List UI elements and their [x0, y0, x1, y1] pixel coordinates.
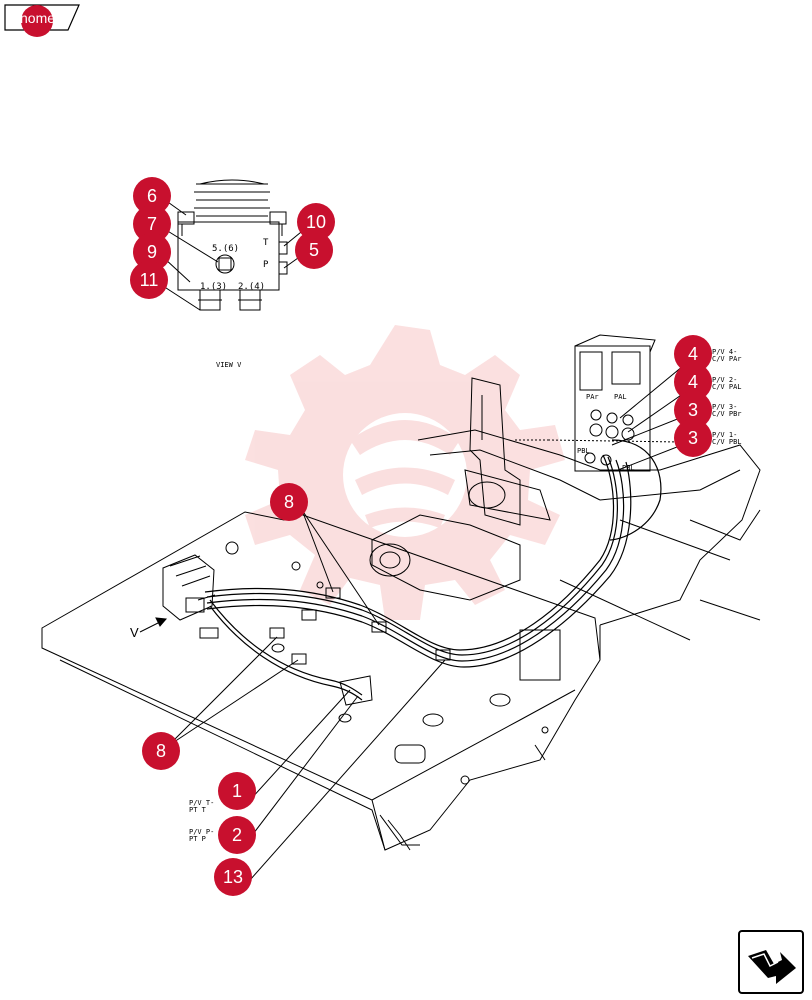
callout-8[interactable]: 8	[142, 732, 180, 770]
block-label-par: PAr	[586, 393, 599, 401]
pilot-valve-detail	[177, 179, 288, 311]
hose-note-line2: C/V PBL	[712, 438, 742, 446]
hose-note-line1: P/V T-	[189, 799, 215, 807]
port-label-p: P	[263, 260, 269, 270]
callout-1[interactable]: 1	[218, 772, 256, 810]
port-label-top: 5.(6)	[212, 244, 240, 254]
hose-note-line2: C/V PBr	[712, 410, 742, 418]
block-label-pbl-2: PBL	[622, 464, 635, 472]
block-label-pbl: PBL	[577, 447, 590, 455]
return-arrow-button[interactable]	[738, 930, 804, 994]
callout-13[interactable]: 13	[214, 858, 252, 896]
block-label-pal: PAL	[614, 393, 627, 401]
hose-note-line2: PT T	[189, 806, 206, 814]
hose-note-line1: P/V 3-	[712, 403, 738, 411]
home-icon	[21, 5, 53, 37]
port-label-bottom-right: 2.(4)	[238, 282, 266, 292]
hose-note-line1: P/V P-	[189, 828, 215, 836]
home-label: home	[20, 10, 56, 26]
return-arrow-icon	[738, 930, 804, 994]
machine-frame	[41, 334, 761, 851]
hose-note-line1: P/V 4-	[712, 348, 738, 356]
watermark-gear-icon	[245, 325, 565, 620]
callout-5[interactable]: 5	[295, 231, 333, 269]
hose-note-line2: C/V PAL	[712, 383, 742, 391]
hose-note-line2: PT P	[189, 835, 206, 843]
port-label-bottom-left: 1.(3)	[200, 282, 228, 292]
callout-11[interactable]: 11	[130, 261, 168, 299]
callout-2[interactable]: 2	[218, 816, 256, 854]
port-label-t: T	[263, 238, 269, 248]
pilot-valve-assembly	[162, 554, 216, 621]
hose-clamps	[269, 587, 451, 706]
view-label: VIEW V	[216, 361, 242, 369]
callout-3[interactable]: 3	[674, 419, 712, 457]
hose-note-line2: C/V PAr	[712, 355, 742, 363]
view-letter: V	[130, 625, 139, 640]
callout-8[interactable]: 8	[270, 483, 308, 521]
view-arrow-icon	[139, 617, 168, 633]
hose-note-line1: P/V 2-	[712, 376, 738, 384]
hose-note-line1: P/V 1-	[712, 431, 738, 439]
home-button[interactable]: home	[4, 4, 80, 37]
